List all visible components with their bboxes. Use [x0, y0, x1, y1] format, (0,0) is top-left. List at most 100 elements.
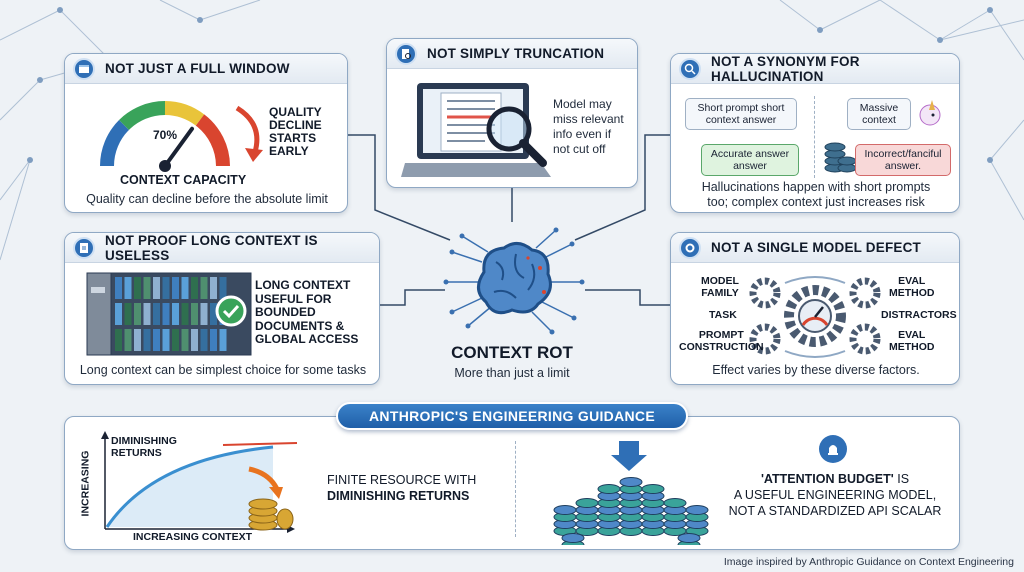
book	[172, 329, 179, 351]
coin	[561, 533, 585, 543]
factor-distractors: DISTRACTORS	[881, 309, 957, 321]
book	[162, 329, 170, 351]
massive-context-bubble: Massive context	[847, 98, 911, 130]
card-header: NOT JUST A FULL WINDOW	[65, 54, 347, 84]
card-header: NOT SIMPLY TRUNCATION	[387, 39, 637, 69]
unicorn-icon	[919, 100, 941, 126]
gauge-percent: 70%	[153, 128, 178, 142]
factor-eval-method-top: EVAL METHOD	[889, 275, 935, 299]
card-hallucination: NOT A SYNONYM FOR HALLUCINATION Short pr…	[670, 53, 960, 213]
document-search-icon	[395, 42, 417, 65]
factor-eval-method-bottom: EVAL METHOD	[889, 329, 935, 353]
card-header: NOT A SINGLE MODEL DEFECT	[671, 233, 959, 263]
accurate-answer-bubble: Accurate answer answer	[701, 144, 799, 176]
factor-model-family: MODEL FAMILY	[701, 275, 739, 299]
search-question-icon	[679, 57, 701, 80]
book	[153, 329, 160, 351]
book	[210, 329, 217, 351]
diminishing-returns-chart	[101, 431, 298, 533]
divider	[814, 96, 815, 178]
card-model-defect: NOT A SINGLE MODEL DEFECT MODEL FAMILY T…	[670, 232, 960, 385]
coin	[553, 505, 577, 515]
guidance-panel: DIMINISHING RETURNS INCREASING INCREASIN…	[64, 416, 960, 550]
y-axis-label: INCREASING	[79, 450, 92, 517]
book	[143, 277, 151, 299]
card-title: NOT SIMPLY TRUNCATION	[427, 46, 605, 61]
coin	[677, 533, 701, 543]
decline-note: QUALITY DECLINE STARTS EARLY	[269, 105, 322, 158]
card-caption: Effect varies by these diverse factors.	[712, 363, 920, 377]
book	[115, 329, 122, 351]
truncation-note: Model may miss relevant info even if not…	[553, 97, 624, 156]
window-icon	[73, 57, 95, 80]
document-icon	[73, 236, 95, 259]
guidance-banner: ANTHROPIC'S ENGINEERING GUIDANCE	[336, 402, 688, 430]
coin	[575, 498, 599, 508]
card-title: NOT PROOF LONG CONTEXT IS USELESS	[105, 232, 318, 263]
divider	[515, 441, 516, 537]
card-caption: Hallucinations happen with short prompts…	[701, 180, 931, 209]
card-header: NOT PROOF LONG CONTEXT IS USELESS	[65, 233, 379, 263]
book	[162, 277, 170, 299]
book	[134, 303, 141, 325]
factor-task: TASK	[709, 309, 737, 321]
coin	[685, 505, 709, 515]
book	[172, 303, 179, 325]
book	[134, 329, 141, 351]
card-caption: Quality can decline before the absolute …	[86, 192, 328, 206]
book	[153, 303, 160, 325]
book	[181, 303, 189, 325]
book	[153, 277, 160, 299]
book	[115, 277, 122, 299]
book	[200, 329, 208, 351]
gears-diagram-icon	[749, 276, 881, 358]
book	[181, 277, 189, 299]
laptop-magnifier-icon	[401, 83, 551, 177]
coin	[641, 484, 665, 494]
alert-icon	[819, 435, 847, 463]
token-coins-icon	[553, 441, 709, 545]
coin-stack-icon	[824, 142, 857, 173]
card-truncation: NOT SIMPLY TRUNCATION Model may miss rel…	[386, 38, 638, 188]
book	[191, 329, 198, 351]
book	[200, 277, 208, 299]
book	[210, 277, 217, 299]
budget-text: 'ATTENTION BUDGET' IS A USEFUL ENGINEERI…	[728, 472, 942, 518]
card-caption: Long context can be simplest choice for …	[79, 363, 367, 377]
book	[219, 329, 227, 351]
coin	[597, 484, 621, 494]
book	[115, 303, 122, 325]
gauge-caption: CONTEXT CAPACITY	[120, 173, 247, 187]
book	[124, 329, 132, 351]
card-long-context: NOT PROOF LONG CONTEXT IS USELESS LONG C…	[64, 232, 380, 385]
bookshelf-icon	[86, 272, 252, 356]
book	[200, 303, 208, 325]
coin	[619, 477, 643, 487]
book	[134, 277, 141, 299]
center-title: CONTEXT ROT	[451, 343, 573, 362]
long-context-note: LONG CONTEXT USEFUL FOR BOUNDED DOCUMENT…	[255, 278, 359, 346]
card-title: NOT JUST A FULL WINDOW	[105, 61, 290, 76]
coin	[663, 498, 687, 508]
chart-label: DIMINISHING RETURNS	[111, 435, 177, 459]
gear-icon	[679, 236, 701, 259]
decline-arrow-icon	[235, 105, 263, 162]
book	[143, 329, 151, 351]
card-title: NOT A SINGLE MODEL DEFECT	[711, 240, 922, 255]
factor-prompt-construction: PROMPT CONSTRUCTION	[679, 329, 764, 353]
book	[143, 303, 151, 325]
x-axis-label: INCREASING CONTEXT	[133, 531, 253, 543]
card-full-window: NOT JUST A FULL WINDOW 70% CONTEXT CAPAC…	[64, 53, 348, 213]
book	[191, 303, 198, 325]
book	[181, 329, 189, 351]
incorrect-answer-bubble: Incorrect/fanciful answer.	[855, 144, 951, 176]
center-subtitle: More than just a limit	[454, 366, 570, 380]
card-header: NOT A SYNONYM FOR HALLUCINATION	[671, 54, 959, 84]
short-prompt-bubble: Short prompt short context answer	[685, 98, 797, 130]
book	[210, 303, 217, 325]
book	[172, 277, 179, 299]
capacity-gauge	[100, 101, 230, 172]
brain-icon	[443, 227, 585, 335]
book	[191, 277, 198, 299]
